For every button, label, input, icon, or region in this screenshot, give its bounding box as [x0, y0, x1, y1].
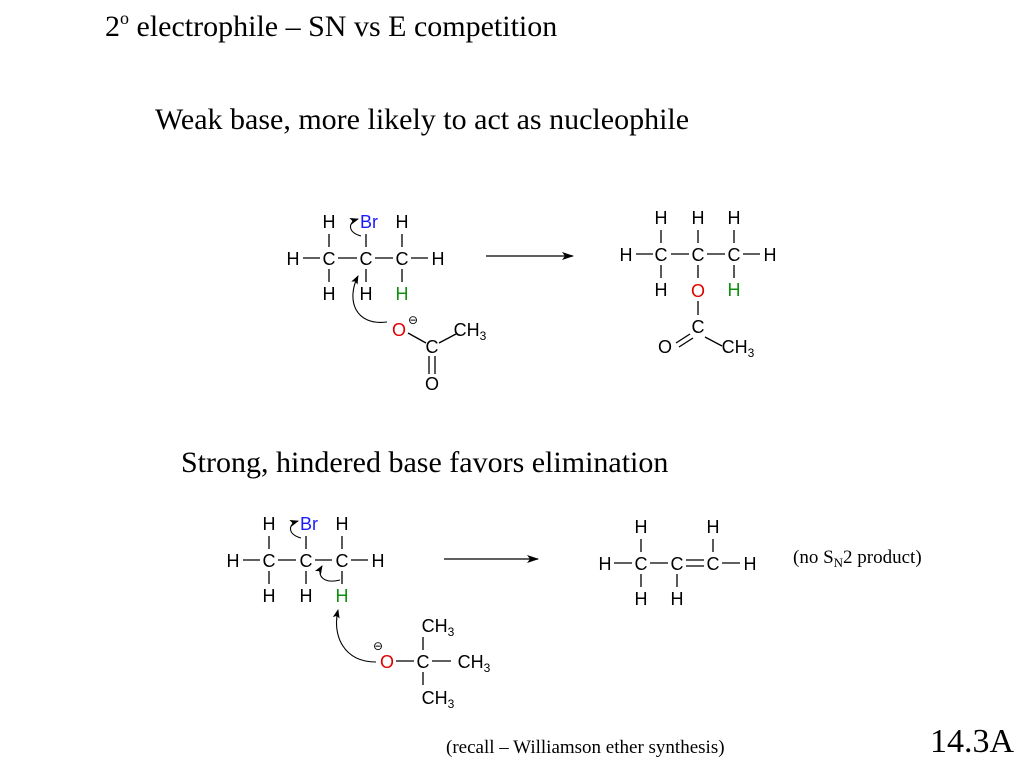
atom-br: Br	[300, 514, 318, 534]
recall-note: (recall – Williamson ether synthesis)	[446, 737, 725, 758]
curved-arrow-leaving-group	[289, 519, 302, 539]
atom-h: H	[323, 284, 336, 304]
e2-product	[614, 539, 740, 587]
atom-h: H	[620, 245, 633, 265]
atom-h: H	[635, 517, 648, 537]
e2-substrate	[243, 536, 368, 584]
atom-br: Br	[360, 212, 378, 232]
atom-c: C	[692, 245, 705, 265]
atom-c: C	[396, 249, 409, 269]
atom-o: O	[425, 374, 439, 394]
atom-h: H	[263, 586, 276, 606]
methyl-group: CH3	[722, 337, 755, 360]
atom-h: H	[287, 249, 300, 269]
atom-h-beta: H	[396, 284, 409, 304]
atom-h: H	[372, 551, 385, 571]
atom-h: H	[336, 514, 349, 534]
methyl-group: CH3	[454, 320, 487, 343]
atom-o: O	[658, 337, 672, 357]
atom-c: C	[728, 245, 741, 265]
atom-h: H	[744, 554, 757, 574]
atom-h: H	[396, 212, 409, 232]
sn2-product-atoms: H C C C H H H H H O H C O CH3	[620, 208, 777, 360]
atom-h: H	[728, 208, 741, 228]
acetate-atoms: O ⊖ C O CH3	[392, 313, 487, 394]
atom-c: C	[360, 249, 373, 269]
methyl-group: CH3	[422, 616, 455, 639]
slide-title: 2o electrophile – SN vs E competition	[105, 8, 558, 43]
atom-h: H	[263, 514, 276, 534]
atom-o: O	[392, 320, 406, 340]
atom-h-beta: H	[728, 280, 741, 300]
atom-o: O	[691, 281, 705, 301]
curved-arrow-nucleophile	[351, 275, 388, 323]
atom-h: H	[432, 249, 445, 269]
curved-arrow-base	[332, 609, 377, 663]
slide-number: 14.3A	[930, 723, 1015, 760]
atom-c: C	[336, 551, 349, 571]
atom-c: C	[692, 317, 705, 337]
atom-h: H	[300, 586, 313, 606]
curved-arrow-leaving-group	[349, 217, 362, 237]
methyl-group: CH3	[458, 652, 491, 675]
heading-strong-base: Strong, hindered base favors elimination	[181, 446, 669, 479]
atom-c: C	[635, 554, 648, 574]
e2-substrate-atoms: H C C C H H Br H H H H	[227, 514, 385, 606]
tert-butoxide-base	[396, 637, 451, 685]
curved-arrow-pi-bond	[314, 565, 341, 582]
atom-h-beta: H	[336, 586, 349, 606]
atom-h: H	[671, 589, 684, 609]
atom-h: H	[764, 245, 777, 265]
atom-c: C	[323, 249, 336, 269]
sn2-substrate	[303, 234, 428, 282]
sn2-substrate-atoms: H C C C H H Br H H H H	[287, 212, 445, 304]
no-sn2-note: (no SN2 product)	[793, 547, 922, 570]
atom-c: C	[300, 551, 313, 571]
atom-c: C	[263, 551, 276, 571]
atom-c: C	[426, 337, 439, 357]
atom-h: H	[599, 554, 612, 574]
atom-h: H	[360, 284, 373, 304]
atom-h: H	[707, 517, 720, 537]
atom-c: C	[707, 554, 720, 574]
atom-h: H	[655, 208, 668, 228]
acetate-nucleophile	[407, 332, 457, 374]
atom-o: O	[380, 652, 394, 672]
atom-c: C	[655, 245, 668, 265]
heading-weak-base: Weak base, more likely to act as nucleop…	[155, 103, 690, 136]
e2-product-atoms: H C C C H H H H H	[599, 517, 757, 609]
atom-h: H	[227, 551, 240, 571]
sn2-product	[636, 230, 760, 348]
charge-minus: ⊖	[408, 313, 418, 327]
atom-c: C	[417, 652, 430, 672]
atom-h: H	[635, 589, 648, 609]
atom-c: C	[671, 554, 684, 574]
charge-minus: ⊖	[373, 639, 383, 653]
tert-butoxide-atoms: O ⊖ C CH3 CH3 CH3	[373, 616, 491, 711]
methyl-group: CH3	[422, 688, 455, 711]
atom-h: H	[323, 212, 336, 232]
atom-h: H	[655, 280, 668, 300]
atom-h: H	[692, 208, 705, 228]
